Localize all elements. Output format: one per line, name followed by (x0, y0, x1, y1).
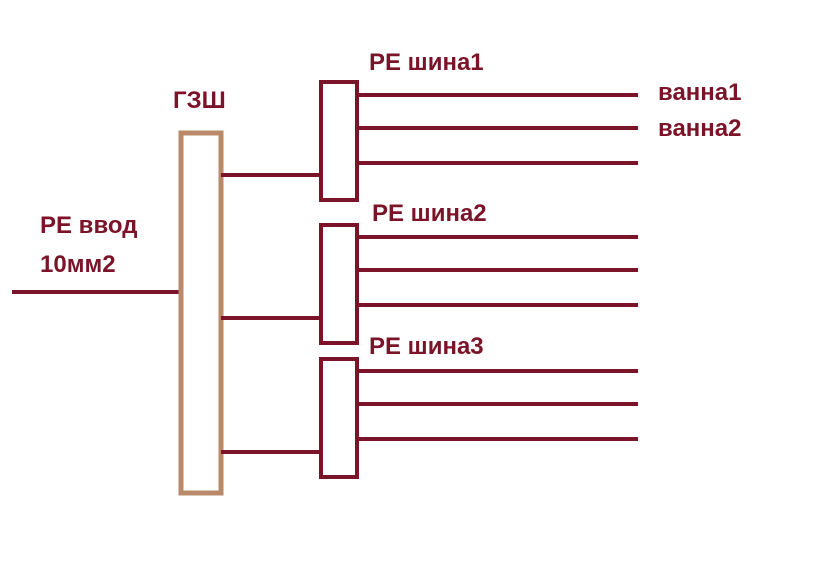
outlet-2-label: ванна2 (658, 115, 741, 142)
pe-bus-3-label: PE шина3 (369, 333, 484, 360)
pe-input-label-line2: 10мм2 (40, 251, 116, 278)
main-grounding-bus (178, 130, 224, 496)
pe-bus-1-label: PE шина1 (369, 49, 484, 76)
pe-bus-2 (319, 223, 359, 345)
pe-bus-2-label: PE шина2 (372, 200, 487, 227)
pe-bus-1 (319, 80, 359, 202)
pe-input-label-line1: PE ввод (40, 212, 137, 239)
outlet-1-label: ванна1 (658, 79, 741, 106)
main-bus-label: ГЗШ (173, 87, 226, 114)
pe-bus-3 (319, 357, 359, 479)
